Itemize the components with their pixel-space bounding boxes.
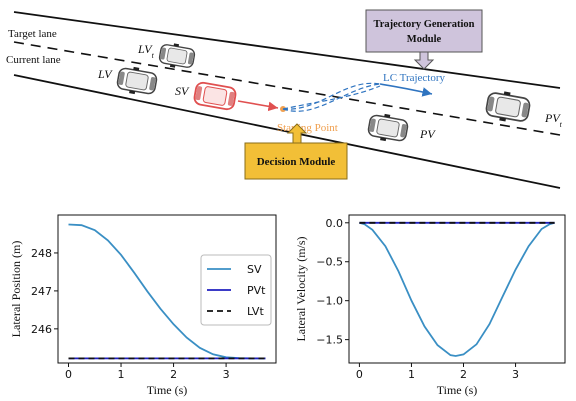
lc-trajectory-arrow (379, 83, 433, 97)
legend-label-sv: SV (247, 263, 262, 276)
x-tick-label: 2 (460, 368, 467, 381)
lv-label: LV (97, 67, 113, 81)
lc-trajectory-curve-3 (282, 85, 381, 110)
road-bottom-edge (13, 74, 561, 189)
plot-frame (348, 214, 566, 364)
legend-label-lvt: LVt (247, 305, 264, 318)
lc-trajectory-curve-1 (282, 82, 381, 110)
lane-divider (13, 41, 561, 136)
current-lane-label: Current lane (6, 54, 61, 66)
series-line-sv (359, 221, 555, 357)
y-axis-label: Lateral Position (m) (9, 241, 23, 338)
trajectory-module-arrow-icon (413, 51, 435, 70)
road-top-edge (13, 11, 561, 89)
legend-box (200, 254, 272, 326)
y-axis-label: Lateral Velocity (m/s) (294, 236, 308, 341)
decision-module-label: Decision Module (257, 156, 336, 168)
x-tick-label: 3 (512, 368, 519, 381)
y-tick-label: −1.5 (316, 334, 343, 347)
lane-change-diagram: Target lane Current lane LVt LV SV LC Tr… (6, 9, 563, 189)
starting-point-label: Starting Point (277, 122, 338, 134)
sv-car-icon (193, 81, 237, 111)
decision-module-box (244, 142, 348, 180)
y-tick-label: −1.0 (316, 295, 343, 308)
x-tick-label: 1 (408, 368, 415, 381)
pv-t-label: PVt (544, 111, 563, 129)
y-tick-label: 246 (31, 323, 52, 336)
lv-t-label: LVt (137, 42, 155, 60)
plot-frame (57, 214, 277, 364)
x-axis-label: Time (s) (437, 383, 478, 397)
y-tick-label: 247 (31, 285, 52, 298)
trajectory-module-line2: Module (407, 34, 442, 45)
x-axis-label: Time (s) (147, 383, 188, 397)
lv-car-icon (115, 63, 159, 99)
pv-car-icon (366, 110, 410, 146)
y-tick-label: −0.5 (316, 256, 343, 269)
x-tick-label: 0 (356, 368, 363, 381)
trajectory-generation-module-box (365, 9, 483, 53)
legend-label-pvt: PVt (247, 284, 266, 297)
lv-t-car-icon (157, 40, 197, 72)
x-tick-label: 0 (65, 368, 72, 381)
y-tick-label: 248 (31, 247, 52, 260)
x-tick-label: 3 (223, 368, 230, 381)
pv-label: PV (419, 127, 436, 141)
y-tick-label: 0.0 (326, 217, 344, 230)
sv-forward-arrow (237, 100, 279, 112)
x-tick-label: 1 (118, 368, 125, 381)
sv-label: SV (175, 84, 190, 98)
pv-t-car-icon (483, 88, 533, 126)
x-tick-label: 2 (170, 368, 177, 381)
lc-trajectory-label: LC Trajectory (383, 72, 446, 84)
target-lane-label: Target lane (8, 28, 57, 40)
trajectory-module-line1: Trajectory Generation (374, 19, 475, 30)
lc-trajectory-curve-2 (282, 83, 381, 112)
